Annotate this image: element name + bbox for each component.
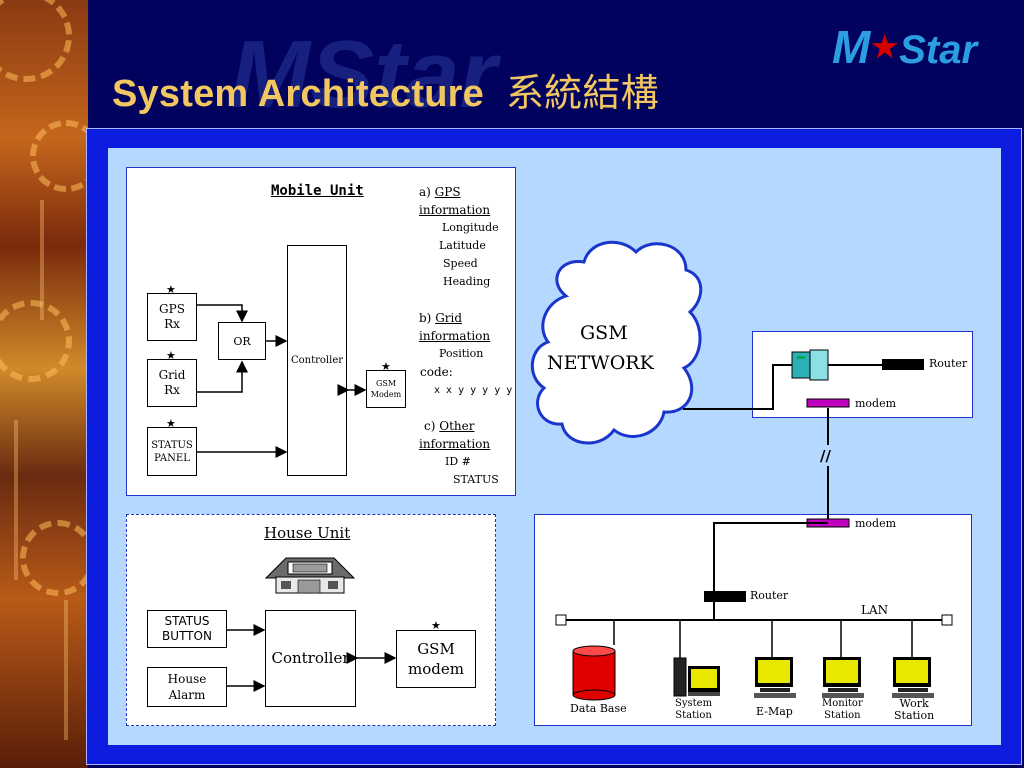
lan-terminator-right: [941, 614, 953, 626]
other-info-title-2: information: [419, 437, 491, 451]
gear-decoration: [0, 0, 72, 82]
server-icon: [791, 349, 829, 381]
lan-label: LAN: [861, 603, 889, 617]
center-router-label: Router: [750, 589, 789, 602]
modem-to-router-connector: [713, 522, 828, 620]
gps-rx-block: GPS Rx: [147, 293, 197, 341]
grid-marker-icon: ★: [166, 349, 176, 362]
house-alarm-block: House Alarm: [147, 667, 227, 707]
streak-decoration: [40, 200, 44, 320]
link-break-icon: //: [820, 447, 831, 465]
database-icon: [572, 645, 616, 701]
system-station-label: System Station: [675, 698, 713, 721]
database-label: Data Base: [570, 702, 627, 715]
gps-info-item: Speed: [443, 257, 478, 270]
gps-info-item: Heading: [443, 275, 491, 288]
streak-decoration: [64, 600, 68, 740]
logo-m: M: [832, 21, 871, 73]
gps-info-title-1: GPS: [434, 185, 461, 199]
system-station-icon: [673, 657, 720, 697]
cloud-to-remote-connector: [683, 364, 792, 410]
mobile-controller-block: Controller: [287, 245, 347, 476]
monitor-station-icon: [822, 657, 864, 698]
logo-star-text: Star: [899, 28, 978, 72]
lan-terminator-left: [555, 614, 567, 626]
gsm-cloud-shape: [530, 240, 703, 445]
gps-info-title-2: information: [419, 203, 491, 217]
house-unit-heading: House Unit: [264, 524, 351, 542]
mstar-logo: M★Star: [832, 20, 977, 74]
e-map-workstation-icon: [754, 657, 796, 698]
e-map-label: E-Map: [756, 705, 793, 718]
watermark-text: M: [230, 30, 310, 120]
background-watermark: MStar: [230, 30, 850, 120]
page-title-zh: 系統結構: [505, 71, 659, 115]
mobile-gsm-modem-block: GSM Modem: [366, 370, 406, 408]
cloud-label-gsm: GSM: [580, 322, 628, 344]
streak-decoration: [14, 420, 18, 580]
other-info-title: c) Other: [424, 419, 474, 433]
page-title-en: System Architecture: [112, 73, 484, 115]
grid-info-label: b): [419, 311, 432, 325]
remote-modem-label: modem: [855, 397, 897, 410]
gps-info-title: a) GPS: [419, 185, 461, 199]
other-info-label: c): [424, 419, 436, 433]
page-title: System Architecture 系統結構: [112, 62, 659, 117]
decorative-sidebar: [0, 0, 102, 768]
mobile-unit-heading: Mobile Unit: [271, 183, 364, 199]
or-gate-block: OR: [218, 322, 266, 360]
house-gsm-modem-block: GSM modem: [396, 630, 476, 688]
gps-info-label: a): [419, 185, 431, 199]
gps-marker-icon: ★: [166, 283, 176, 296]
status-button-block: STATUS BUTTON: [147, 610, 227, 648]
grid-info-title-2: information: [419, 329, 491, 343]
center-router-icon: [704, 591, 746, 602]
status-panel-block: STATUS PANEL: [147, 427, 197, 476]
house-controller-block: Controller: [265, 610, 356, 707]
remote-router-label: Router: [929, 357, 968, 370]
work-station-icon: [892, 657, 934, 698]
remote-site-panel: [752, 331, 973, 418]
grid-to-or-connector: [197, 360, 248, 393]
house-modem-marker-icon: ★: [431, 619, 441, 632]
grid-info-title: b) Grid: [419, 311, 462, 325]
gps-info-item: Longitude: [442, 221, 499, 234]
other-info-item: STATUS: [453, 473, 499, 486]
grid-info-item: Position: [439, 347, 484, 360]
gear-decoration: [0, 300, 72, 382]
watermark-text: Star: [309, 30, 497, 120]
grid-info-item: code:: [420, 365, 453, 379]
center-modem-label: modem: [855, 517, 897, 530]
remote-router-icon: [882, 359, 924, 370]
grid-rx-block: Grid Rx: [147, 359, 197, 407]
status-panel-marker-icon: ★: [166, 417, 176, 430]
cloud-label-network: NETWORK: [547, 352, 654, 374]
mobile-modem-marker-icon: ★: [381, 360, 391, 373]
grid-info-title-1: Grid: [435, 311, 463, 325]
gps-info-item: Latitude: [439, 239, 486, 252]
work-station-label: Work Station: [894, 697, 935, 722]
remote-modem-icon: [806, 398, 850, 408]
gps-to-or-connector: [197, 304, 248, 323]
other-info-item: ID #: [445, 455, 471, 468]
monitor-station-label: Monitor Station: [822, 698, 863, 721]
grid-info-item: x x y y y y y: [434, 385, 513, 396]
other-info-title-1: Other: [439, 419, 475, 433]
logo-star-icon: ★: [871, 31, 899, 64]
